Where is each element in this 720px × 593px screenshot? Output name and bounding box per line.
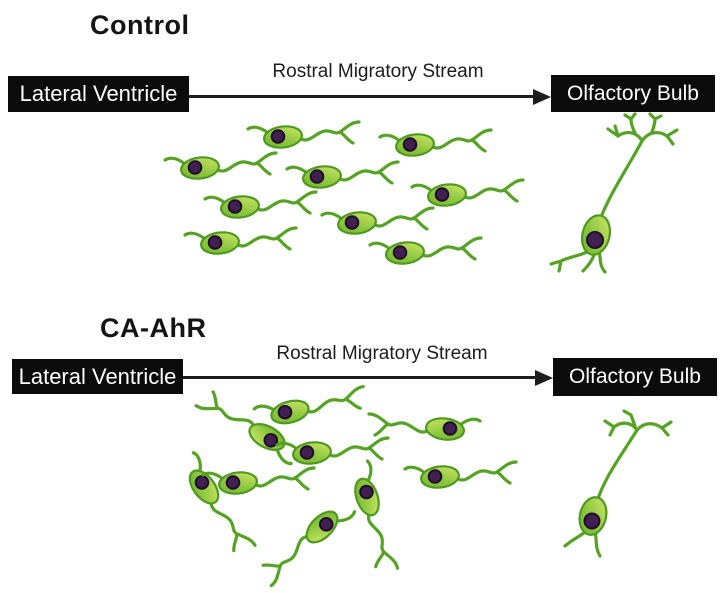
olfactory-bulb-box-ca-ahr: Olfactory Bulb xyxy=(553,358,717,396)
rms-arrow-label-ca-ahr: Rostral Migratory Stream xyxy=(276,343,488,364)
neuroblast-cell xyxy=(194,381,305,471)
neuroblast-cell xyxy=(368,236,483,268)
rms-arrow-label-control: Rostral Migratory Stream xyxy=(272,61,484,82)
mature-neuron-cell xyxy=(563,409,673,558)
rms-arrow-control xyxy=(189,88,551,105)
lateral-ventricle-box-ca-ahr: Lateral Ventricle xyxy=(12,359,183,394)
olfactory-bulb-box-control: Olfactory Bulb xyxy=(551,75,715,112)
neuroblast-cell xyxy=(173,447,257,561)
neuroblast-cell xyxy=(252,493,361,588)
rms-arrow-ca-ahr xyxy=(183,369,553,386)
lateral-ventricle-box-control: Lateral Ventricle xyxy=(8,76,189,112)
neuroblast-cell xyxy=(410,178,525,210)
neuroblast-cell xyxy=(163,151,278,183)
neuroblast-cell xyxy=(285,160,400,192)
neuroblast-cell xyxy=(251,384,369,432)
panel-title-ca-ahr: CA-AhR xyxy=(100,313,207,343)
neuroblast-cell xyxy=(275,436,390,468)
neuroblast-cell xyxy=(403,460,518,492)
neuroblast-cell xyxy=(183,226,298,258)
neuroblast-cell xyxy=(320,206,435,238)
neuroblast-cell xyxy=(201,466,316,498)
panel-title-control: Control xyxy=(90,10,190,40)
neuroblast-cell xyxy=(203,190,318,222)
neuroblast-cell xyxy=(246,120,361,152)
mature-neuron-cell xyxy=(549,112,679,274)
arrowhead-icon xyxy=(535,369,553,386)
neuroblast-cell xyxy=(378,128,493,160)
neuroblast-cell xyxy=(345,458,400,576)
arrowhead-icon xyxy=(533,88,551,105)
